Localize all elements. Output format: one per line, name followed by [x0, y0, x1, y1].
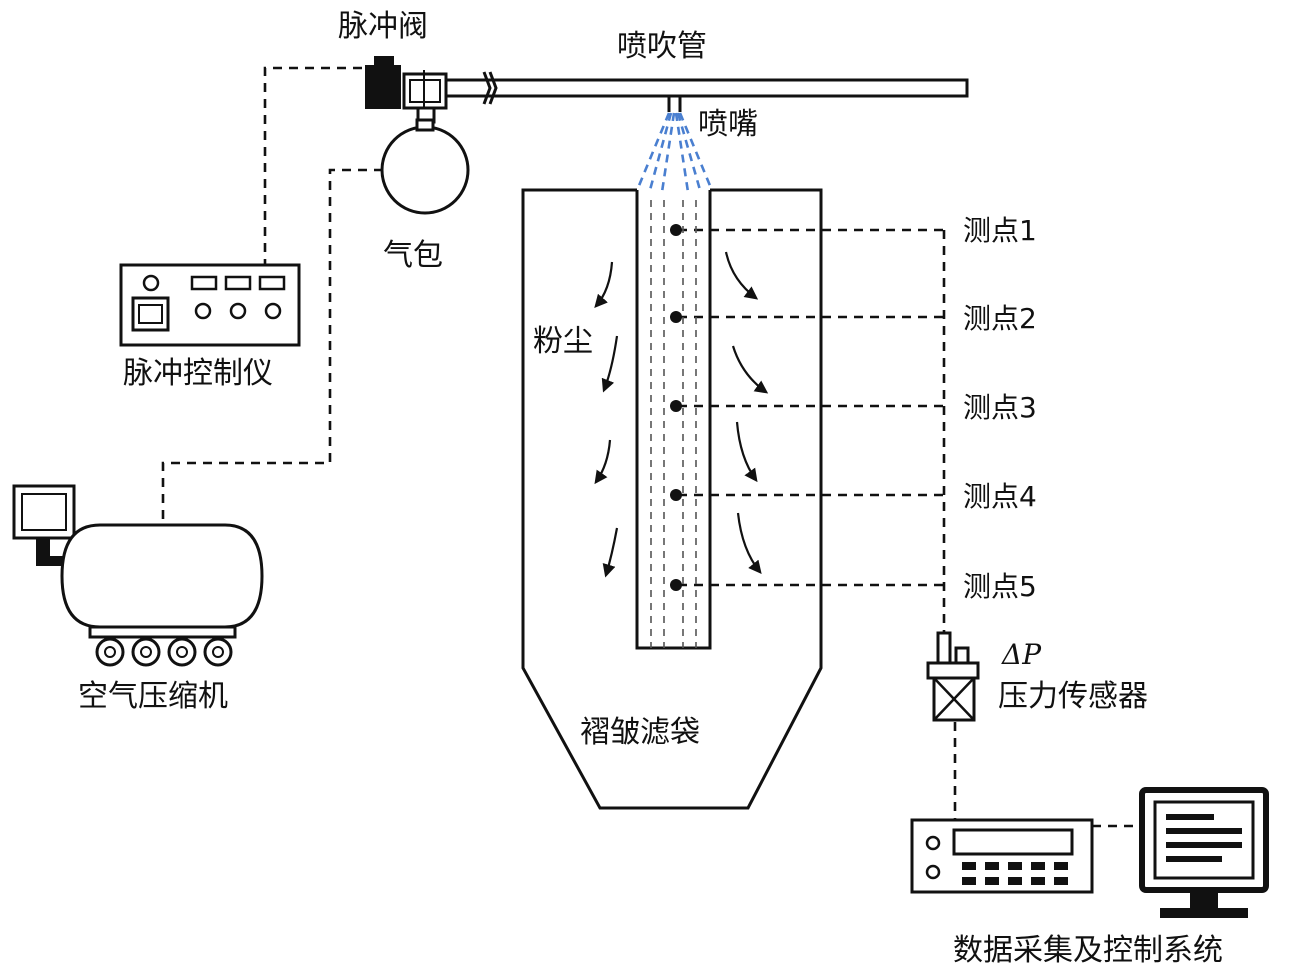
pleated-filter-bag-label: 褶皱滤袋	[580, 715, 700, 750]
labels: 脉冲阀 喷吹管 喷嘴 气包 脉冲控制仪 空气压缩机 粉尘 褶皱滤袋 测点1 测点…	[78, 9, 1223, 968]
dust-flow-arrows	[594, 251, 769, 578]
daq-system-label: 数据采集及控制系统	[953, 933, 1223, 968]
air-bag-label: 气包	[383, 238, 443, 273]
collector-housing	[521, 188, 823, 810]
measurement-point-1-label: 测点1	[963, 214, 1037, 247]
pulse-controller-label: 脉冲控制仪	[123, 356, 273, 391]
pulse-valve	[365, 56, 448, 124]
blow-pipe	[443, 71, 969, 112]
measurement-point-5-dot	[670, 579, 682, 591]
pressure-sensor-label: 压力传感器	[998, 679, 1148, 714]
measurement-point-2-dot	[670, 311, 682, 323]
measurement-point-dots	[670, 224, 682, 591]
signal-lines	[161, 66, 1145, 828]
pulse-controller	[119, 263, 301, 347]
measurement-point-3-label: 测点3	[963, 391, 1037, 424]
daq-unit	[910, 818, 1094, 894]
measurement-point-2-label: 测点2	[963, 302, 1037, 335]
dust-label: 粉尘	[533, 324, 593, 359]
measurement-point-4-dot	[670, 489, 682, 501]
air-bag	[380, 118, 470, 215]
measurement-point-3-dot	[670, 400, 682, 412]
blow-pipe-label: 喷吹管	[617, 29, 707, 64]
nozzle-label: 喷嘴	[698, 107, 758, 142]
air-compressor	[12, 484, 264, 667]
pressure-sensor	[926, 631, 980, 722]
measurement-point-5-label: 测点5	[963, 570, 1037, 603]
measurement-point-1-dot	[670, 224, 682, 236]
pulse-valve-label: 脉冲阀	[338, 9, 428, 44]
measurement-point-4-label: 测点4	[963, 480, 1037, 513]
computer-monitor	[1139, 787, 1269, 918]
delta-p-label: ΔP	[1001, 638, 1042, 671]
filter-bag	[635, 190, 712, 650]
air-compressor-label: 空气压缩机	[78, 679, 228, 714]
